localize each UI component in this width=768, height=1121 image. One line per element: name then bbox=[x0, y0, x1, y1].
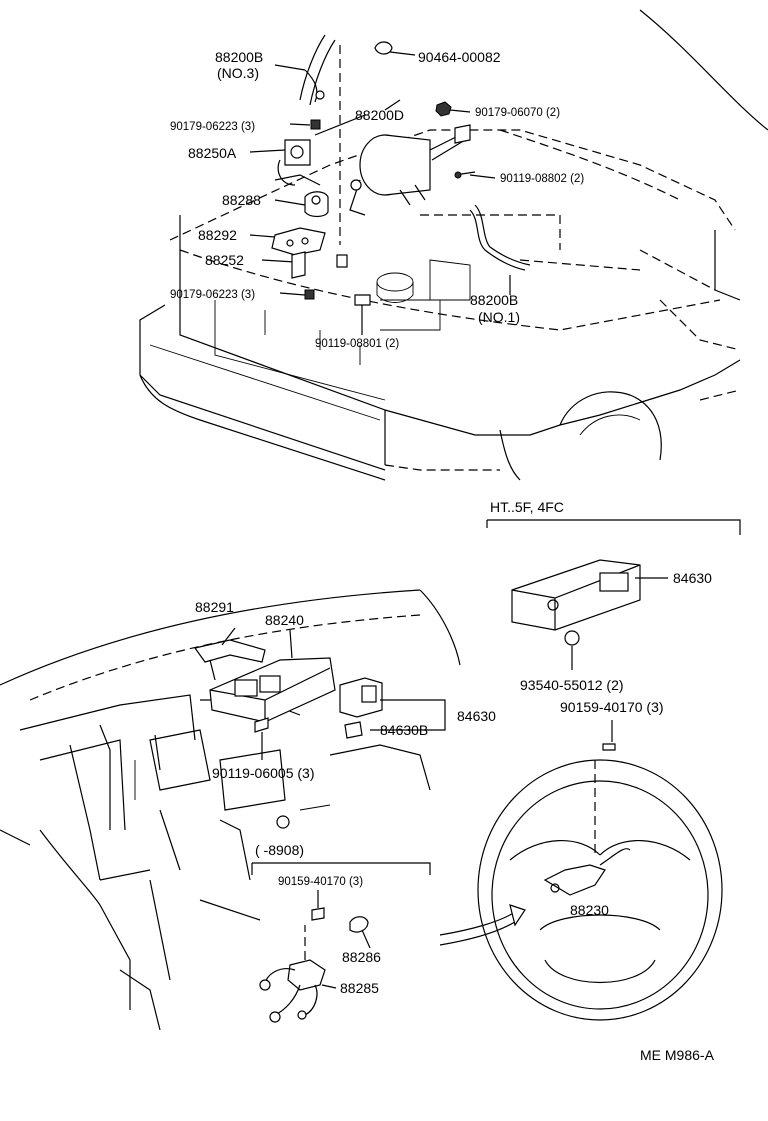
computer-84630-top-icon bbox=[511, 559, 641, 631]
bolt-90119-08801-icon bbox=[354, 294, 371, 306]
leader-88240 bbox=[289, 629, 293, 659]
computer-84630-mid-icon bbox=[339, 677, 383, 718]
label-88200b-no3-sub: (NO.3) bbox=[217, 65, 259, 81]
harness-88285-icon bbox=[259, 925, 326, 1023]
arrow-icon bbox=[439, 904, 526, 946]
hose-88200b-no1-icon bbox=[469, 204, 531, 271]
label-88240: 88240 bbox=[265, 612, 304, 628]
bolt-90119-08802-icon bbox=[454, 171, 476, 179]
leader-84630-mid bbox=[370, 699, 446, 731]
valve-88288-icon bbox=[304, 191, 329, 218]
label-88285: 88285 bbox=[340, 980, 379, 996]
bracket-88291-icon bbox=[193, 639, 266, 681]
label-88200d: 88200D bbox=[355, 107, 404, 123]
leader-88286 bbox=[361, 929, 371, 949]
bracket-88292-icon bbox=[271, 227, 326, 256]
leader-88285 bbox=[321, 984, 337, 989]
label-88291: 88291 bbox=[195, 599, 234, 615]
date-bracket-line bbox=[251, 862, 431, 875]
screw-93540-icon bbox=[564, 630, 580, 670]
vacuum-pump-88250a-icon bbox=[274, 139, 321, 186]
nut-90179-06070-icon bbox=[435, 101, 452, 117]
label-88292: 88292 bbox=[198, 227, 237, 243]
screw-90159-bottom-icon bbox=[311, 890, 325, 921]
actuator-88200d-icon bbox=[349, 124, 471, 216]
label-88230: 88230 bbox=[570, 902, 609, 918]
label-88200b-no1-sub: (NO.1) bbox=[478, 309, 520, 325]
bracket-88252-icon bbox=[291, 251, 348, 279]
label-88200b-no1: 88200B bbox=[470, 292, 518, 308]
clip-90464-icon bbox=[374, 41, 393, 55]
label-90464-00082: 90464-00082 bbox=[418, 49, 501, 65]
label-84630b: 84630B bbox=[380, 722, 428, 738]
label-variant-ht: HT..5F, 4FC bbox=[490, 499, 564, 515]
leader-lines-top bbox=[249, 45, 511, 335]
nut-90179-06223-a-icon bbox=[310, 119, 321, 130]
screw-90159-right-icon bbox=[602, 720, 616, 751]
hose-88200b-no3-icon bbox=[299, 34, 336, 106]
label-90179-06070: 90179-06070 (2) bbox=[475, 107, 560, 119]
footer-code: ME M986-A bbox=[640, 1047, 715, 1063]
label-90159-40170-bottom: 90159-40170 (3) bbox=[278, 876, 363, 888]
label-88286: 88286 bbox=[342, 949, 381, 965]
nut-90179-06223-b-icon bbox=[304, 289, 315, 300]
connector-84630b-icon bbox=[344, 721, 363, 739]
label-90159-40170-right: 90159-40170 (3) bbox=[560, 699, 664, 715]
steering-wheel-icon bbox=[477, 759, 723, 1021]
variant-bracket-line bbox=[486, 519, 741, 535]
car-front-body bbox=[139, 9, 768, 481]
label-date-bracket: ( -8908) bbox=[255, 842, 304, 858]
label-88250a: 88250A bbox=[188, 145, 237, 161]
leader-88291 bbox=[221, 627, 236, 646]
dashboard-body bbox=[0, 589, 461, 1031]
label-90179-06223-b: 90179-06223 (3) bbox=[170, 289, 255, 301]
label-88252: 88252 bbox=[205, 252, 244, 268]
sensor-88286-icon bbox=[349, 916, 369, 933]
bolt-90119-06005-icon bbox=[254, 717, 269, 760]
label-88288: 88288 bbox=[222, 192, 261, 208]
label-90119-08802: 90119-08802 (2) bbox=[500, 173, 584, 185]
label-84630-mid: 84630 bbox=[457, 708, 496, 724]
label-90119-08801: 90119-08801 (2) bbox=[315, 338, 399, 350]
label-90119-06005: 90119-06005 (3) bbox=[212, 765, 314, 781]
label-90179-06223-a: 90179-06223 (3) bbox=[170, 121, 255, 133]
label-84630-top: 84630 bbox=[673, 570, 712, 586]
label-93540-55012: 93540-55012 (2) bbox=[520, 677, 624, 693]
airbag-sensor-88230-icon bbox=[543, 848, 631, 896]
label-88200b-no3: 88200B bbox=[215, 49, 263, 65]
computer-88240-icon bbox=[209, 657, 336, 723]
